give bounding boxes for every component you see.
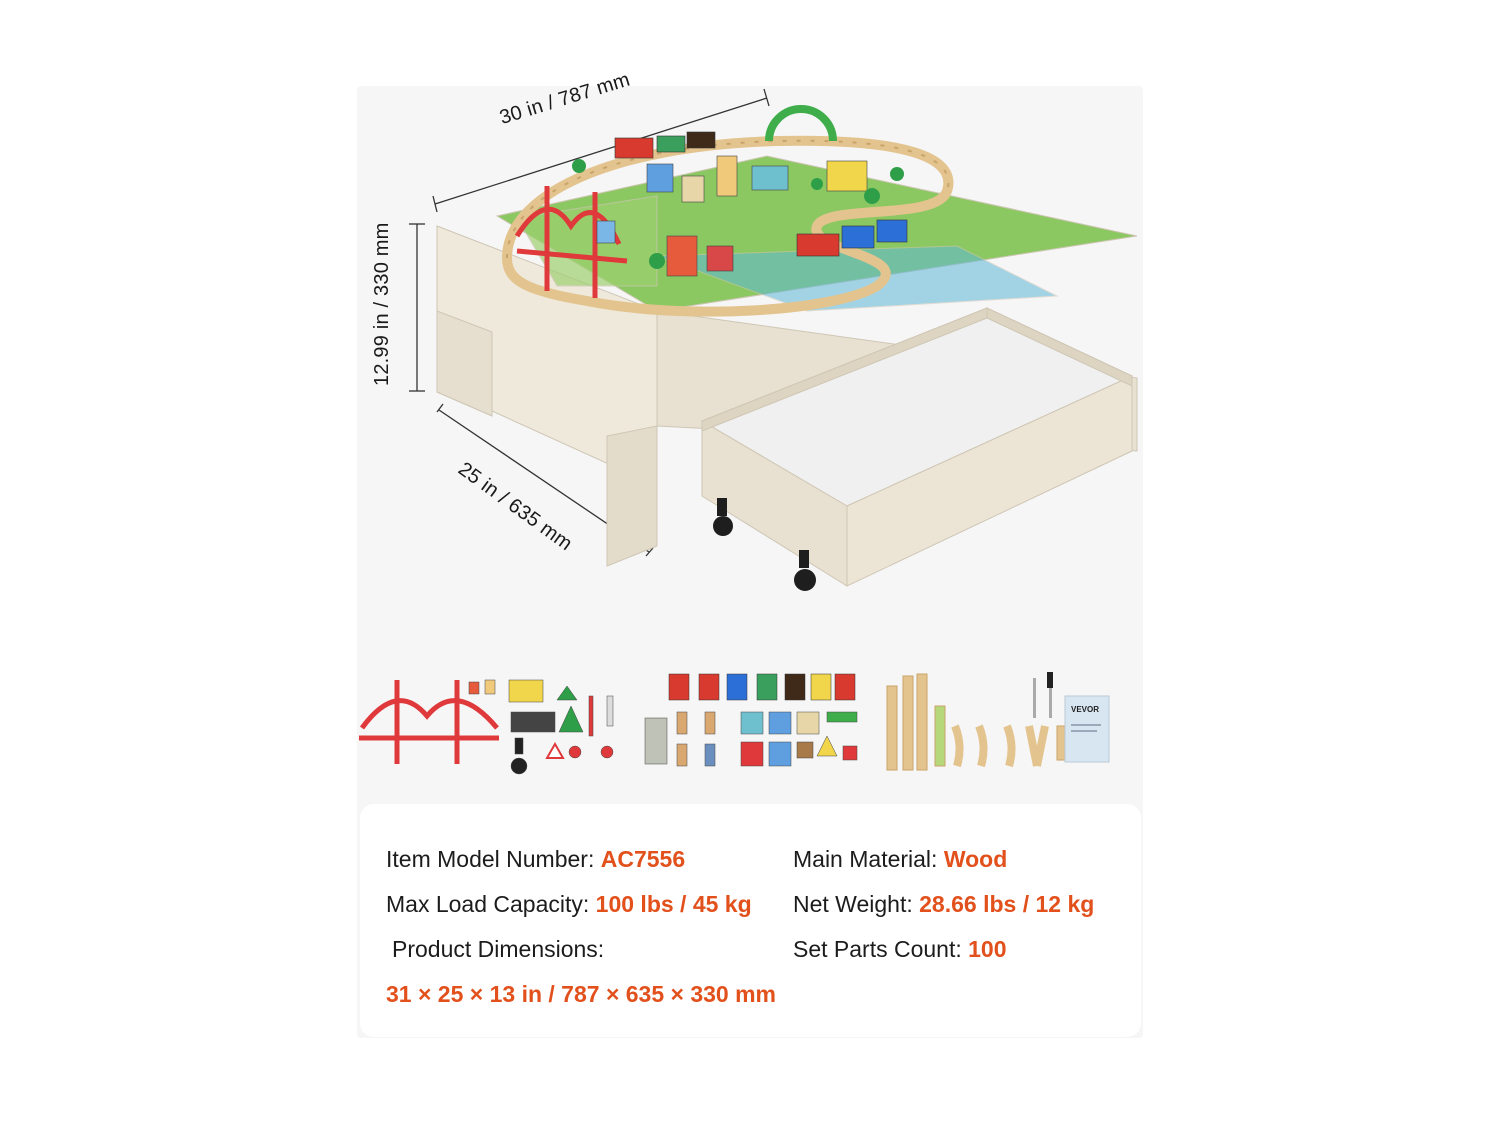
spec-value: 28.66 lbs / 12 kg [919,891,1095,917]
spec-model-number: Item Model Number: AC7556 [386,846,685,873]
spec-label: Set Parts Count: [793,936,969,962]
spec-label: Item Model Number: [386,846,601,872]
figures-buildings [644,711,858,767]
spec-main-material: Main Material: Wood [793,846,1007,873]
trees [572,159,904,269]
train-table-image [409,88,1138,591]
bridge-piece [359,680,499,764]
spec-label: Max Load Capacity: [386,891,596,917]
spec-dimensions-label: Product Dimensions: [392,936,605,962]
spec-value: AC7556 [600,846,686,872]
manual-booklet: VEVOR [1064,695,1110,763]
spec-value: 100 lbs / 45 kg [595,891,752,917]
spec-parts-count: Set Parts Count: 100 [793,936,1007,963]
track-pieces [886,673,1066,771]
spec-label: Main Material: [793,846,944,872]
bridge [514,186,628,298]
height-dimension-label: 12.99 in / 330 mm [371,222,393,387]
drawer [700,307,1134,587]
manual-brand: VEVOR [1071,705,1099,714]
signals [1033,672,1053,718]
included-parts: VEVOR [357,666,1143,776]
spec-value: 100 [968,936,1007,962]
casters [713,498,816,591]
trains [614,131,908,257]
spec-value: Wood [943,846,1008,872]
spec-label: Net Weight: [793,891,920,917]
spec-dimensions-value: 31 × 25 × 13 in / 787 × 635 × 330 mm [386,981,777,1007]
green-arch [765,105,837,142]
train-cars [668,673,856,701]
spec-max-load: Max Load Capacity: 100 lbs / 45 kg [386,891,752,918]
product-panel: 30 in / 787 mm 12.99 in / 330 mm 25 in /… [357,69,1143,1038]
product-illustration: 30 in / 787 mm 12.99 in / 330 mm 25 in /… [357,69,1143,676]
specifications-card: Item Model Number: AC7556 Main Material:… [360,804,1141,1037]
spec-net-weight: Net Weight: 28.66 lbs / 12 kg [793,891,1094,918]
buildings [596,155,868,277]
parts-illustration: VEVOR [359,672,1110,775]
